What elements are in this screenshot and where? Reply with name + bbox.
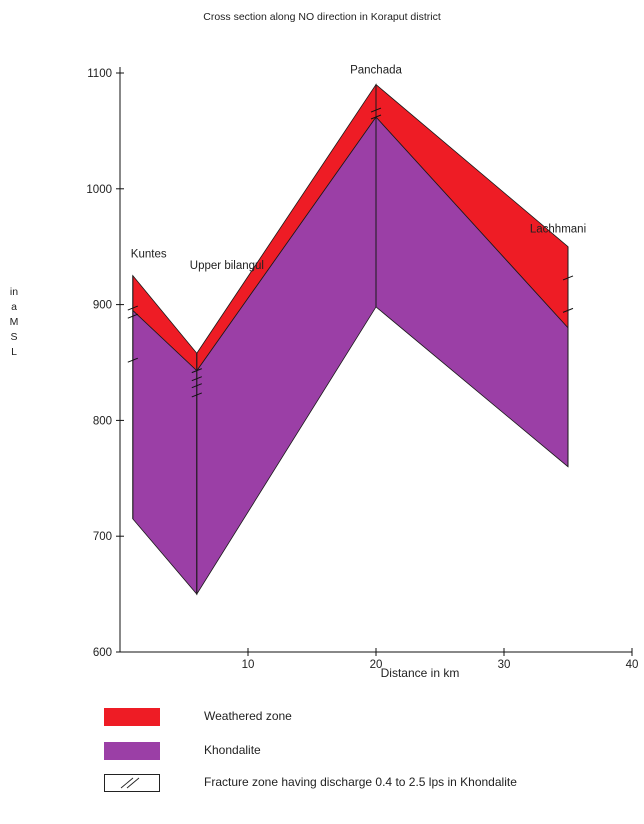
layer-polygons [132, 83, 569, 596]
fracture-mark [191, 383, 202, 389]
location-label: Panchada [350, 65, 402, 77]
fracture-mark [562, 307, 574, 313]
fracture-mark [127, 313, 138, 319]
cross-section-diagram: Cross section along NO direction in Kora… [10, 11, 639, 680]
fracture-mark [370, 114, 382, 120]
x-tick-label: 10 [242, 659, 255, 671]
location-label: Lachhmani [530, 224, 586, 236]
chart-title: Cross section along NO direction in Kora… [203, 11, 441, 23]
x-axis-title: Distance in km [381, 666, 460, 680]
fracture-marks [127, 107, 574, 398]
y-tick-label: 800 [93, 415, 112, 427]
fracture-mark [562, 275, 574, 281]
y-axis-title-part: a [11, 301, 17, 313]
fracture-swatch [104, 774, 160, 792]
y-tick-label: 1100 [87, 68, 112, 80]
y-tick-label: 900 [93, 300, 112, 312]
legend-label-weathered: Weathered zone [204, 709, 292, 723]
x-tick-label: 40 [626, 659, 639, 671]
fracture-mark [191, 376, 202, 382]
axes: 600 700 800 900 1000 1100 10 20 30 40 [86, 67, 638, 671]
fracture-mark [191, 392, 202, 398]
location-label: Kuntes [131, 249, 167, 261]
y-tick-label: 600 [93, 647, 112, 659]
y-tick-label: 700 [93, 531, 112, 543]
x-tick-label: 20 [370, 659, 383, 671]
y-tick-label: 1000 [86, 184, 112, 196]
y-axis-title-part: M [10, 316, 19, 328]
legend-label-khondalite: Khondalite [204, 743, 261, 757]
fracture-swatch-icon [120, 777, 140, 789]
weathered-swatch [104, 708, 160, 726]
location-label: Upper bilangul [190, 260, 264, 272]
fracture-mark [370, 107, 382, 113]
khondalite-segment [196, 115, 377, 596]
legend-label-fracture: Fracture zone having discharge 0.4 to 2.… [204, 775, 517, 789]
y-axis-title-part: in [10, 286, 18, 298]
x-tick-label: 30 [498, 659, 511, 671]
y-axis-title-part: S [10, 331, 17, 343]
y-axis-title-part: L [11, 346, 17, 358]
fracture-mark [191, 368, 202, 374]
khondalite-swatch [104, 742, 160, 760]
fracture-mark [127, 305, 138, 311]
fracture-mark [127, 357, 138, 363]
